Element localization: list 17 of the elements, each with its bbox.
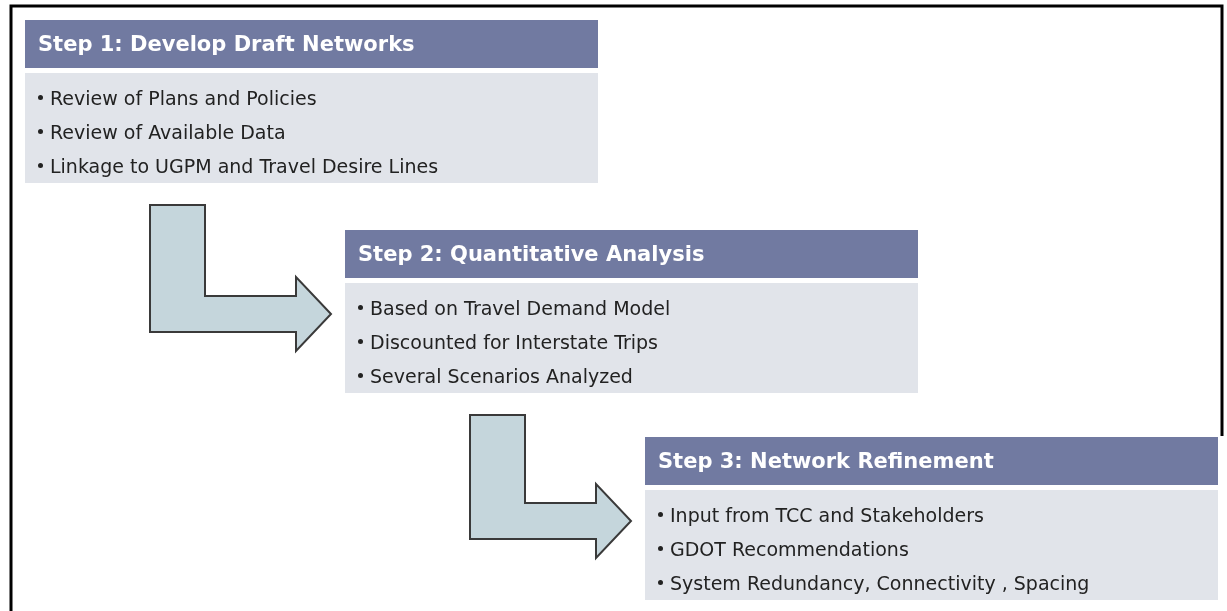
- step-card: [645, 437, 1218, 600]
- bullet-item: Review of Plans and Policies: [50, 87, 317, 109]
- step-heading: Step 3: Network Refinement: [645, 437, 1218, 485]
- bullet-item: Discounted for Interstate Trips: [370, 331, 658, 353]
- step-heading: Step 2: Quantitative Analysis: [345, 230, 918, 278]
- bullet-item: GDOT Recommendations: [670, 538, 909, 560]
- bent-block-arrow: [149, 204, 333, 354]
- bullet-item: Based on Travel Demand Model: [370, 297, 671, 319]
- step-card: [345, 230, 918, 393]
- bullet-item: Linkage to UGPM and Travel Desire Lines: [50, 155, 439, 177]
- bullet-item: System Redundancy, Connectivity , Spacing: [670, 572, 1090, 594]
- bullet-item: Review of Available Data: [50, 121, 286, 143]
- step-heading: Step 1: Develop Draft Networks: [25, 20, 598, 68]
- bent-block-arrow: [469, 414, 633, 561]
- bullet-item: Several Scenarios Analyzed: [370, 365, 633, 387]
- bullet-item: Input from TCC and Stakeholders: [670, 504, 984, 526]
- step-card: [25, 20, 598, 183]
